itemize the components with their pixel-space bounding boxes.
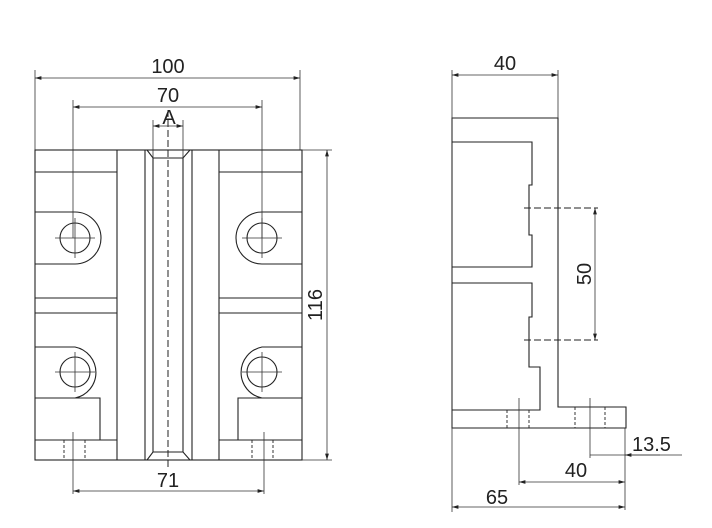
dim-label: 116 xyxy=(305,289,327,321)
dimension-13-5: 13.5 xyxy=(590,434,682,457)
dimension-65: 65 xyxy=(452,487,625,509)
dimension-50: 50 xyxy=(524,207,598,341)
right-blocks xyxy=(219,171,302,441)
dim-label: 100 xyxy=(151,56,184,78)
dim-label: 70 xyxy=(157,85,179,107)
dim-label: A xyxy=(162,107,176,129)
side-view: 50 40 13.5 40 65 xyxy=(451,53,682,512)
side-outline xyxy=(451,117,627,429)
dim-label: 40 xyxy=(494,53,516,75)
front-view: 100 70 A 116 71 xyxy=(34,56,332,494)
dim-label: 50 xyxy=(574,263,596,285)
dimension-a: A xyxy=(152,107,184,158)
dimension-70: 70 xyxy=(72,85,263,238)
dimension-40-bottom: 40 xyxy=(519,460,625,484)
dimension-40-top: 40 xyxy=(452,53,558,77)
channel xyxy=(116,110,220,470)
dimension-71: 71 xyxy=(73,470,264,493)
mounting-hole xyxy=(55,218,95,258)
mounting-hole xyxy=(55,352,95,392)
mounting-hole xyxy=(242,352,282,392)
dim-label: 65 xyxy=(486,487,508,509)
bolt-hidden-lines xyxy=(63,432,274,494)
dimension-116: 116 xyxy=(302,149,332,461)
dim-label: 71 xyxy=(157,470,179,492)
dimension-100: 100 xyxy=(34,56,301,150)
left-blocks xyxy=(35,171,117,441)
bolt-hidden-lines xyxy=(506,398,626,510)
dim-label: 13.5 xyxy=(632,434,671,456)
dim-label: 40 xyxy=(565,460,587,482)
